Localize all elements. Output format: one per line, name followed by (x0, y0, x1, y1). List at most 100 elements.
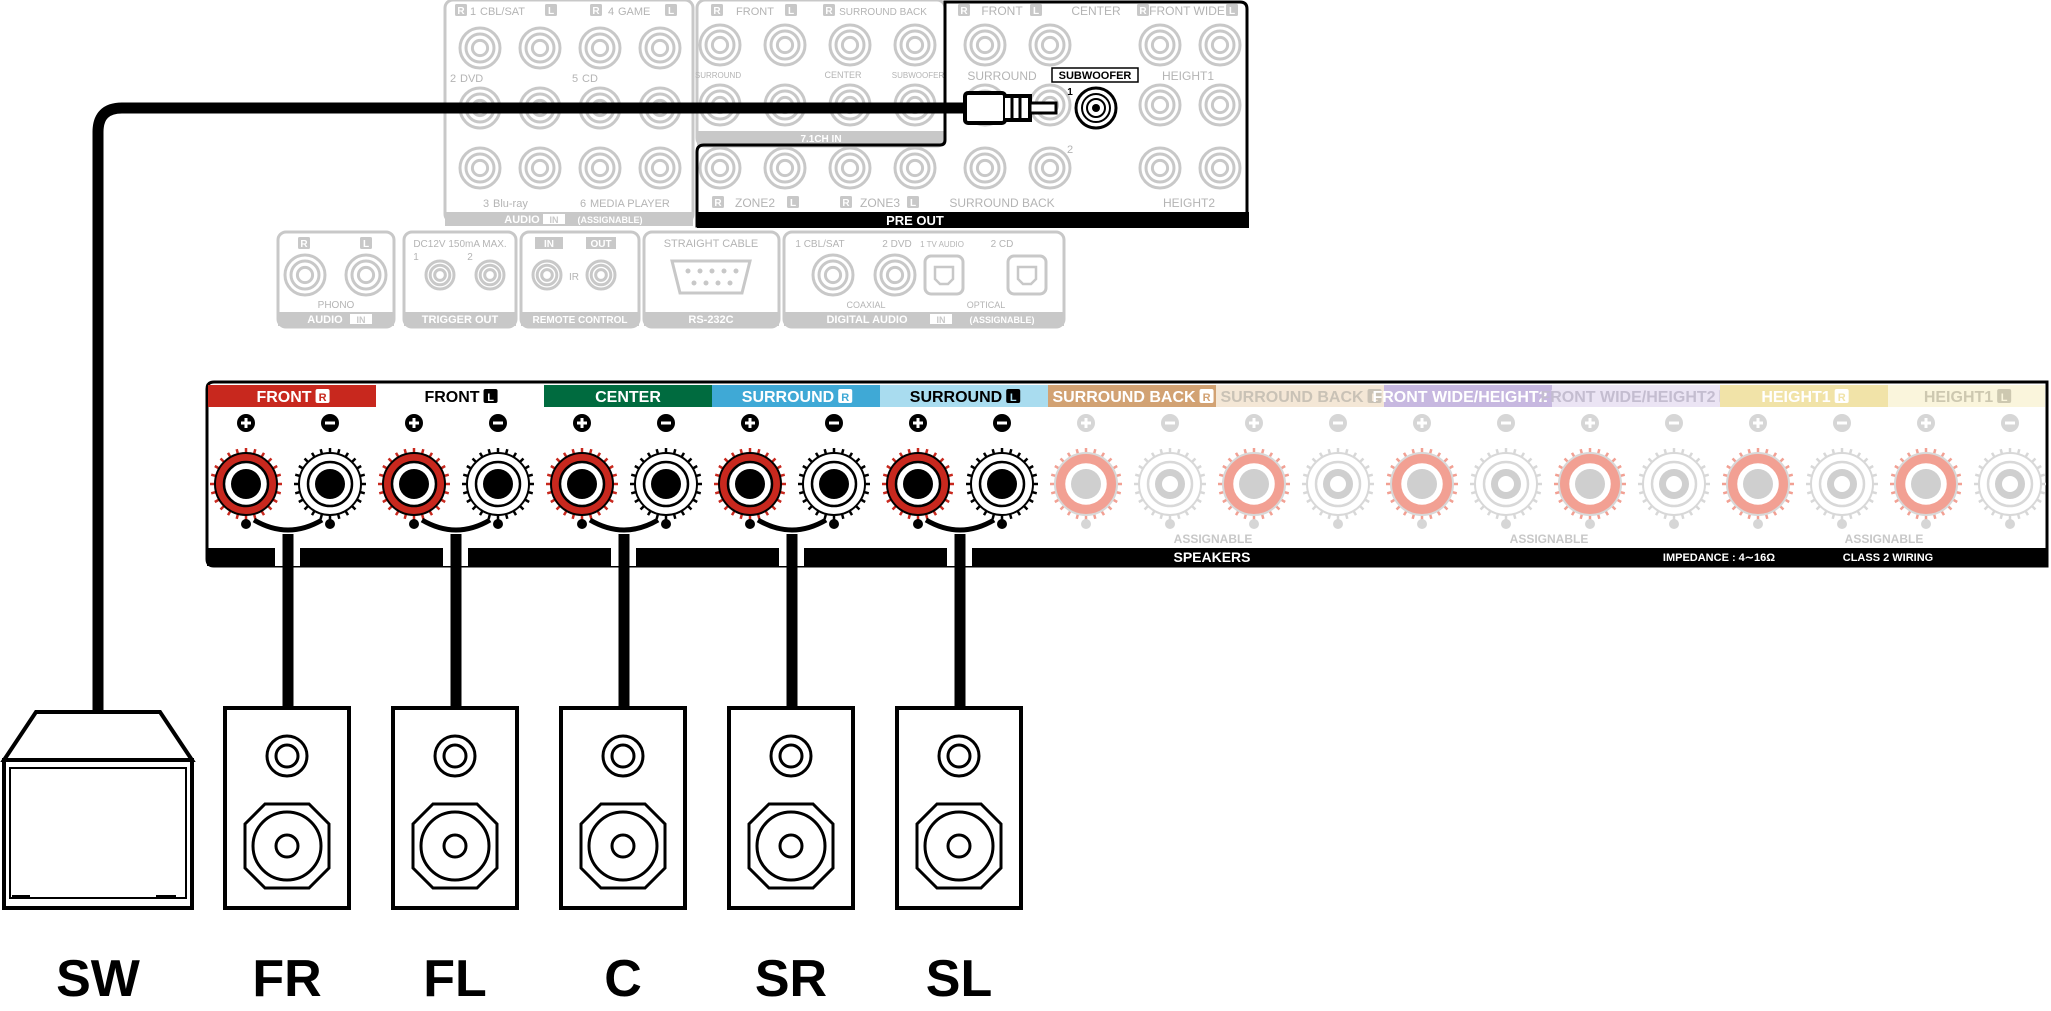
header-side-badge: R (1834, 389, 1849, 404)
minus-icon (1497, 414, 1515, 432)
remote-footer-bar (521, 312, 639, 326)
post-lug (1081, 519, 1091, 529)
rca-ring-inner (650, 38, 670, 58)
db9-pin (691, 280, 697, 286)
side-badge-letter: R (1203, 392, 1211, 404)
badge-box (823, 4, 835, 16)
side-badge-box (1367, 389, 1382, 403)
badge-letter: R (713, 6, 721, 17)
rca-jack-icon (1198, 23, 1242, 67)
rca-ring-outer (893, 23, 937, 67)
post-hole-inner (742, 476, 758, 492)
rca-jack-icon (873, 253, 917, 297)
ir-label: IR (569, 272, 579, 283)
sign-v (580, 418, 584, 428)
plus-icon (573, 414, 591, 432)
rca-jack-icon (828, 146, 872, 190)
header-side-badge: R (838, 389, 853, 404)
rca-ring-middle (769, 29, 801, 61)
post-lug (325, 519, 335, 529)
binding-post-icon (1470, 414, 1542, 529)
rca-ring-inner (775, 158, 795, 178)
rca-ring-middle (1034, 29, 1066, 61)
side-badge-letter: R (319, 392, 327, 404)
cable-bridge-hilite (427, 515, 485, 525)
rca-jack-icon (811, 253, 855, 297)
footer-note: (ASSIGNABLE) (970, 315, 1035, 325)
db9-pin (685, 268, 691, 274)
sign-h (1837, 421, 1847, 425)
rca-jack-icon (1138, 146, 1182, 190)
remote-in-label: IN (544, 239, 554, 250)
audio-in-footer-bar (445, 212, 693, 226)
footer-label: 7.1CH IN (800, 134, 841, 145)
rca-ring-middle (879, 259, 911, 291)
rca-ring-inner (356, 265, 376, 285)
plus-icon (741, 414, 759, 432)
rca-ring-inner (840, 35, 860, 55)
plus-icon (405, 414, 423, 432)
sign-v (1588, 418, 1592, 428)
rca-ring-middle (1144, 152, 1176, 184)
rca-ring-inner (1150, 95, 1170, 115)
trigger-footer-bar (404, 312, 516, 326)
jack-number: 5 (572, 73, 578, 85)
rca-ring-outer (578, 146, 622, 190)
speaker-cable (252, 515, 324, 712)
pre-out-label: FRONT WIDE (1149, 4, 1225, 18)
post-lug (1669, 519, 1679, 529)
tweeter-inner (610, 743, 636, 769)
in-badge-box (543, 214, 565, 224)
speaker-icon (895, 706, 1023, 910)
binding-post-icon (1890, 414, 1962, 529)
sub-jack-ring (1081, 93, 1111, 123)
phono-frame (276, 230, 396, 329)
binding-post-icon (882, 414, 954, 529)
woofer-cone (251, 810, 323, 882)
digital-footer-bar (784, 312, 1064, 326)
rca-ring-outer (963, 23, 1007, 67)
post-hole-inner (1498, 476, 1514, 492)
side-badge-box (1199, 389, 1214, 403)
rca-ring-middle (1204, 29, 1236, 61)
rca-jack-icon (518, 146, 562, 190)
post-lug (1417, 519, 1427, 529)
subwoofer-label: SUBWOOFER (1059, 70, 1132, 82)
header-band (880, 385, 1048, 407)
rca-ring-inner (483, 268, 497, 282)
speaker-abbr: C (604, 950, 642, 1008)
rs232-footer-bar (644, 312, 779, 326)
coaxial-label: COAXIAL (846, 300, 885, 310)
post-hole-inner (1666, 476, 1682, 492)
sign-h (829, 421, 839, 425)
woofer-dust-cap (274, 833, 300, 859)
l-badge: L (787, 196, 799, 209)
rca-ring-outer (424, 259, 456, 291)
badge-letter: L (668, 6, 674, 17)
optical-body (1006, 254, 1048, 296)
rca-jack-icon (698, 146, 742, 190)
post-hole (1575, 469, 1605, 499)
sub-body (2, 758, 194, 910)
post-lug (1753, 519, 1763, 529)
pre-out-label: HEIGHT1 (1162, 69, 1214, 83)
rca-ring-inner (710, 158, 730, 178)
subwoofer-cable (92, 102, 968, 712)
header-band (208, 385, 376, 407)
speaker-cable (420, 515, 492, 712)
rca-ring-inner (530, 38, 550, 58)
header-band (1552, 385, 1720, 407)
r-badge: R (823, 4, 835, 17)
side-badge-letter: R (1838, 392, 1846, 404)
side-badge-box (1834, 389, 1849, 403)
rca-jack-icon (458, 26, 502, 70)
post-lug (997, 519, 1007, 529)
rca-ring-outer (474, 259, 506, 291)
speaker-icon (223, 706, 351, 910)
trigger-jack-icon (424, 259, 456, 291)
plus-icon (1917, 414, 1935, 432)
rca-ring-middle (524, 152, 556, 184)
jack-name: GAME (618, 6, 650, 18)
